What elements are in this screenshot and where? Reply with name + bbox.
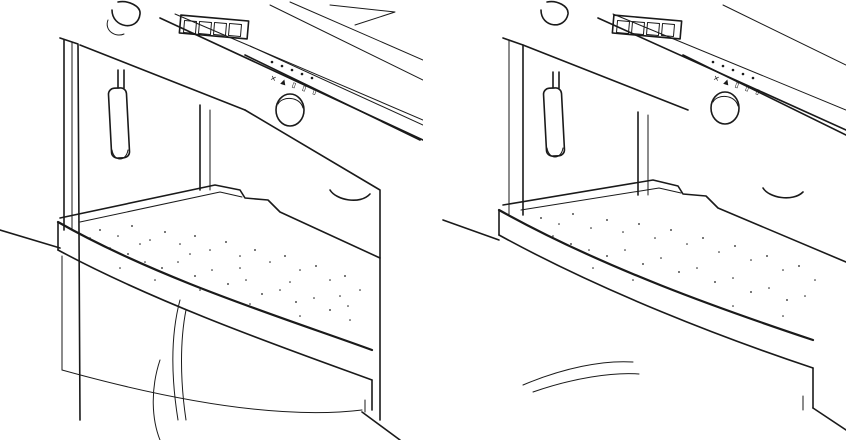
knob-icon bbox=[106, 0, 141, 36]
counter-edge bbox=[0, 229, 61, 249]
drip-tray-icon bbox=[497, 179, 846, 411]
panel-right-drawing: ✕ ▲ ▯ ▯ ▯ bbox=[442, 0, 846, 431]
knob-icon bbox=[275, 93, 305, 127]
svg-text:✕ ▲ ▯ ▯ ▯: ✕ ▲ ▯ ▯ ▯ bbox=[712, 73, 761, 98]
steam-wand-icon bbox=[107, 69, 131, 160]
hand-motion-icon bbox=[152, 299, 187, 440]
spout-outline bbox=[329, 189, 371, 202]
counter-edge bbox=[442, 219, 500, 241]
counter-edge bbox=[812, 407, 846, 431]
panel-left: ✕ ▲ ▯ ▯ ▯ bbox=[0, 0, 423, 440]
spout-outline bbox=[762, 187, 804, 199]
drip-tray-icon bbox=[56, 184, 381, 414]
steam-wand-icon bbox=[542, 71, 566, 158]
knob-icon bbox=[540, 0, 569, 26]
panel-right: ✕ ▲ ▯ ▯ ▯ bbox=[423, 0, 846, 440]
counter-edge bbox=[361, 411, 401, 440]
machine-body bbox=[59, 1, 423, 421]
hand-motion-icon bbox=[522, 361, 640, 393]
knob-icon bbox=[710, 91, 740, 125]
machine-body bbox=[502, 4, 846, 216]
panel-left-drawing: ✕ ▲ ▯ ▯ ▯ bbox=[0, 0, 423, 440]
